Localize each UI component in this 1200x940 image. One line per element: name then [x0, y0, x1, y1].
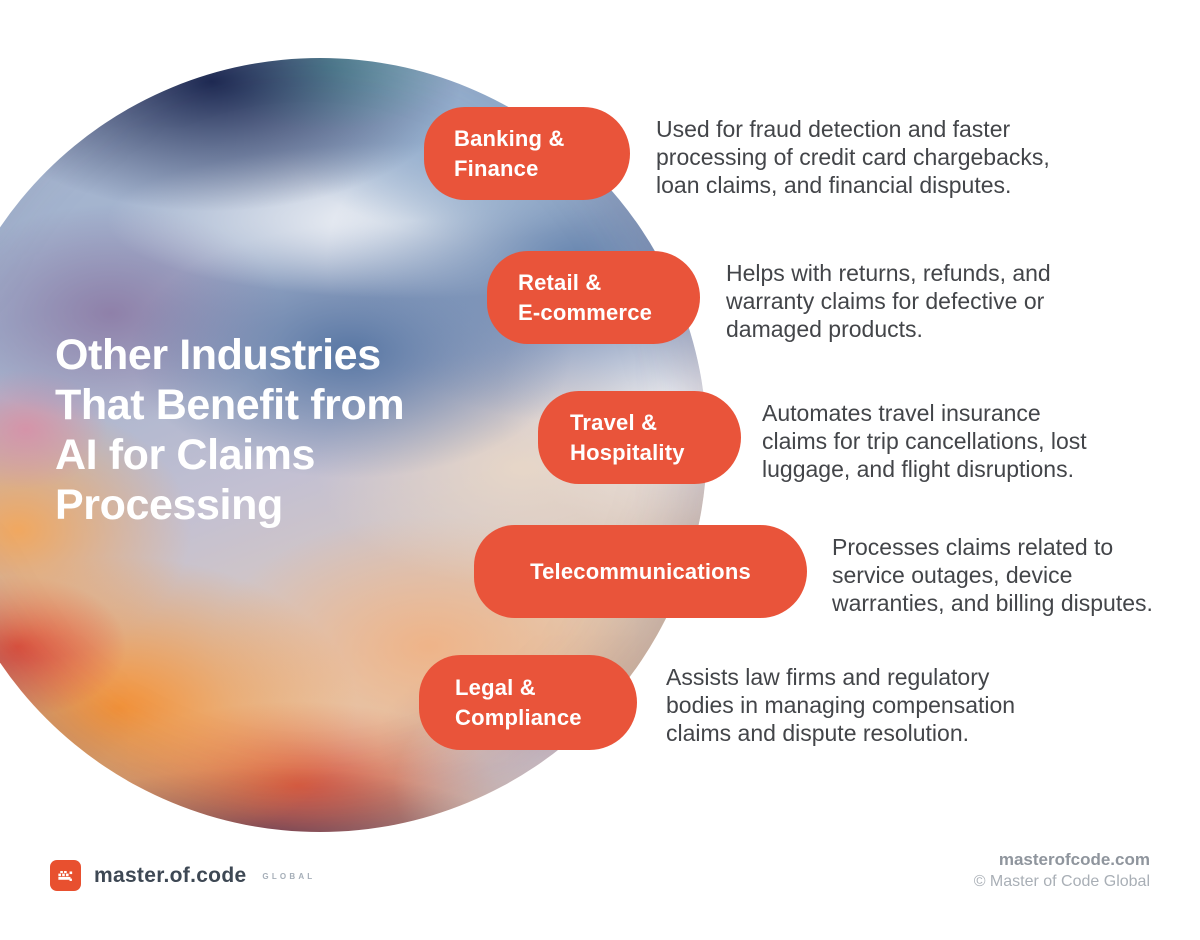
pill-label-line: Retail & [518, 269, 602, 295]
description-line: warranties, and billing disputes. [832, 590, 1153, 616]
pill-label-line: Telecommunications [530, 558, 751, 584]
description-line: processing of credit card chargebacks, [656, 144, 1050, 170]
description-line: claims and dispute resolution. [666, 720, 969, 746]
pill-label-line: Hospitality [570, 439, 685, 465]
brand-wordmark: master.of.code [94, 863, 247, 887]
industry-description-travel-hospitality: Automates travel insurance claims for tr… [762, 399, 1087, 483]
brand-global-label: GLOBAL [262, 872, 316, 881]
page-title-line: Other Industries [55, 331, 381, 379]
description-line: Helps with returns, refunds, and [726, 260, 1051, 286]
industry-description-legal-compliance: Assists law firms and regulatory bodies … [666, 663, 1015, 747]
pill-label-line: E-commerce [518, 299, 653, 325]
description-line: claims for trip cancellations, lost [762, 428, 1087, 454]
description-line: loan claims, and financial disputes. [656, 172, 1012, 198]
description-line: service outages, device [832, 562, 1073, 588]
description-line: luggage, and flight disruptions. [762, 456, 1074, 482]
description-line: damaged products. [726, 316, 923, 342]
page-title-line: That Benefit from [55, 381, 405, 429]
industry-pill-banking-finance: Banking & Finance [424, 107, 630, 200]
brand-logo: master.of.code GLOBAL [50, 860, 315, 891]
copyright-text: © Master of Code Global [973, 873, 1150, 890]
industry-description-retail-ecommerce: Helps with returns, refunds, and warrant… [726, 259, 1051, 343]
pill-label-line: Travel & [570, 409, 658, 435]
industry-pill-telecommunications: Telecommunications [474, 525, 807, 618]
industry-pill-legal-compliance: Legal & Compliance [419, 655, 637, 750]
page-title-line: Processing [55, 481, 283, 529]
pill-label-line: Compliance [455, 704, 582, 730]
page-title-line: AI for Claims [55, 431, 316, 479]
pill-label-line: Banking & [454, 125, 565, 151]
logo-crown-icon [50, 860, 81, 891]
website-url: masterofcode.com [998, 850, 1150, 869]
page-title: Other Industries That Benefit from AI fo… [55, 330, 405, 530]
industry-pill-travel-hospitality: Travel & Hospitality [538, 391, 741, 484]
description-line: Assists law firms and regulatory [666, 664, 990, 690]
footer-credits: masterofcode.com © Master of Code Global [974, 849, 1150, 893]
pill-label-line: Legal & [455, 674, 536, 700]
description-line: Automates travel insurance [762, 400, 1041, 426]
description-line: bodies in managing compensation [666, 692, 1016, 718]
description-line: warranty claims for defective or [726, 288, 1045, 314]
industry-description-telecommunications: Processes claims related to service outa… [832, 533, 1153, 617]
description-line: Used for fraud detection and faster [656, 116, 1011, 142]
industry-description-banking-finance: Used for fraud detection and faster proc… [656, 115, 1050, 199]
industry-pill-retail-ecommerce: Retail & E-commerce [487, 251, 700, 344]
description-line: Processes claims related to [832, 534, 1114, 560]
pill-label-line: Finance [454, 155, 539, 181]
